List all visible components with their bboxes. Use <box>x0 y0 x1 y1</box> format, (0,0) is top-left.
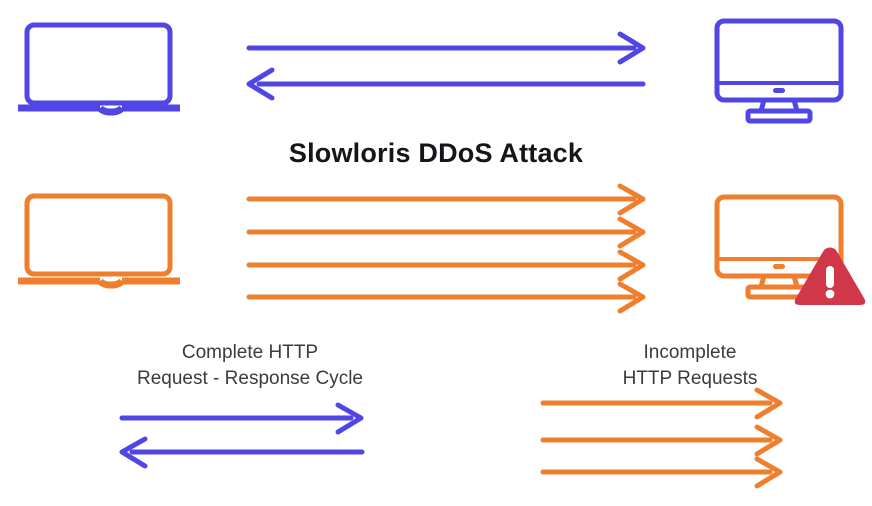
legend-arrow-right-icon-orange-1 <box>540 387 783 420</box>
legend-caption-complete-cycle: Complete HTTP Request - Response Cycle <box>137 342 363 389</box>
desktop-monitor-icon-blue <box>714 18 844 124</box>
arrow-right-icon-orange-3 <box>246 249 646 282</box>
laptop-icon-orange <box>18 193 180 289</box>
warning-triangle-icon <box>794 247 866 305</box>
arrow-left-icon-blue-1 <box>246 67 646 101</box>
legend-arrow-left-icon-blue <box>119 436 365 469</box>
diagram-title: Slowloris DDoS Attack <box>288 138 584 168</box>
arrow-right-icon-orange-1 <box>246 183 646 216</box>
laptop-icon-blue <box>18 22 180 116</box>
legend-arrow-right-icon-blue <box>119 402 364 435</box>
legend-arrow-right-icon-orange-3 <box>540 456 783 489</box>
arrow-right-icon-orange-2 <box>246 216 646 249</box>
arrow-right-icon-orange-4 <box>246 281 646 314</box>
arrow-right-icon-blue-1 <box>246 31 646 65</box>
desktop-monitor-icon-orange <box>714 194 844 300</box>
legend-arrow-right-icon-orange-2 <box>540 424 783 457</box>
legend-caption-incomplete-requests: Incomplete HTTP Requests <box>622 342 758 389</box>
